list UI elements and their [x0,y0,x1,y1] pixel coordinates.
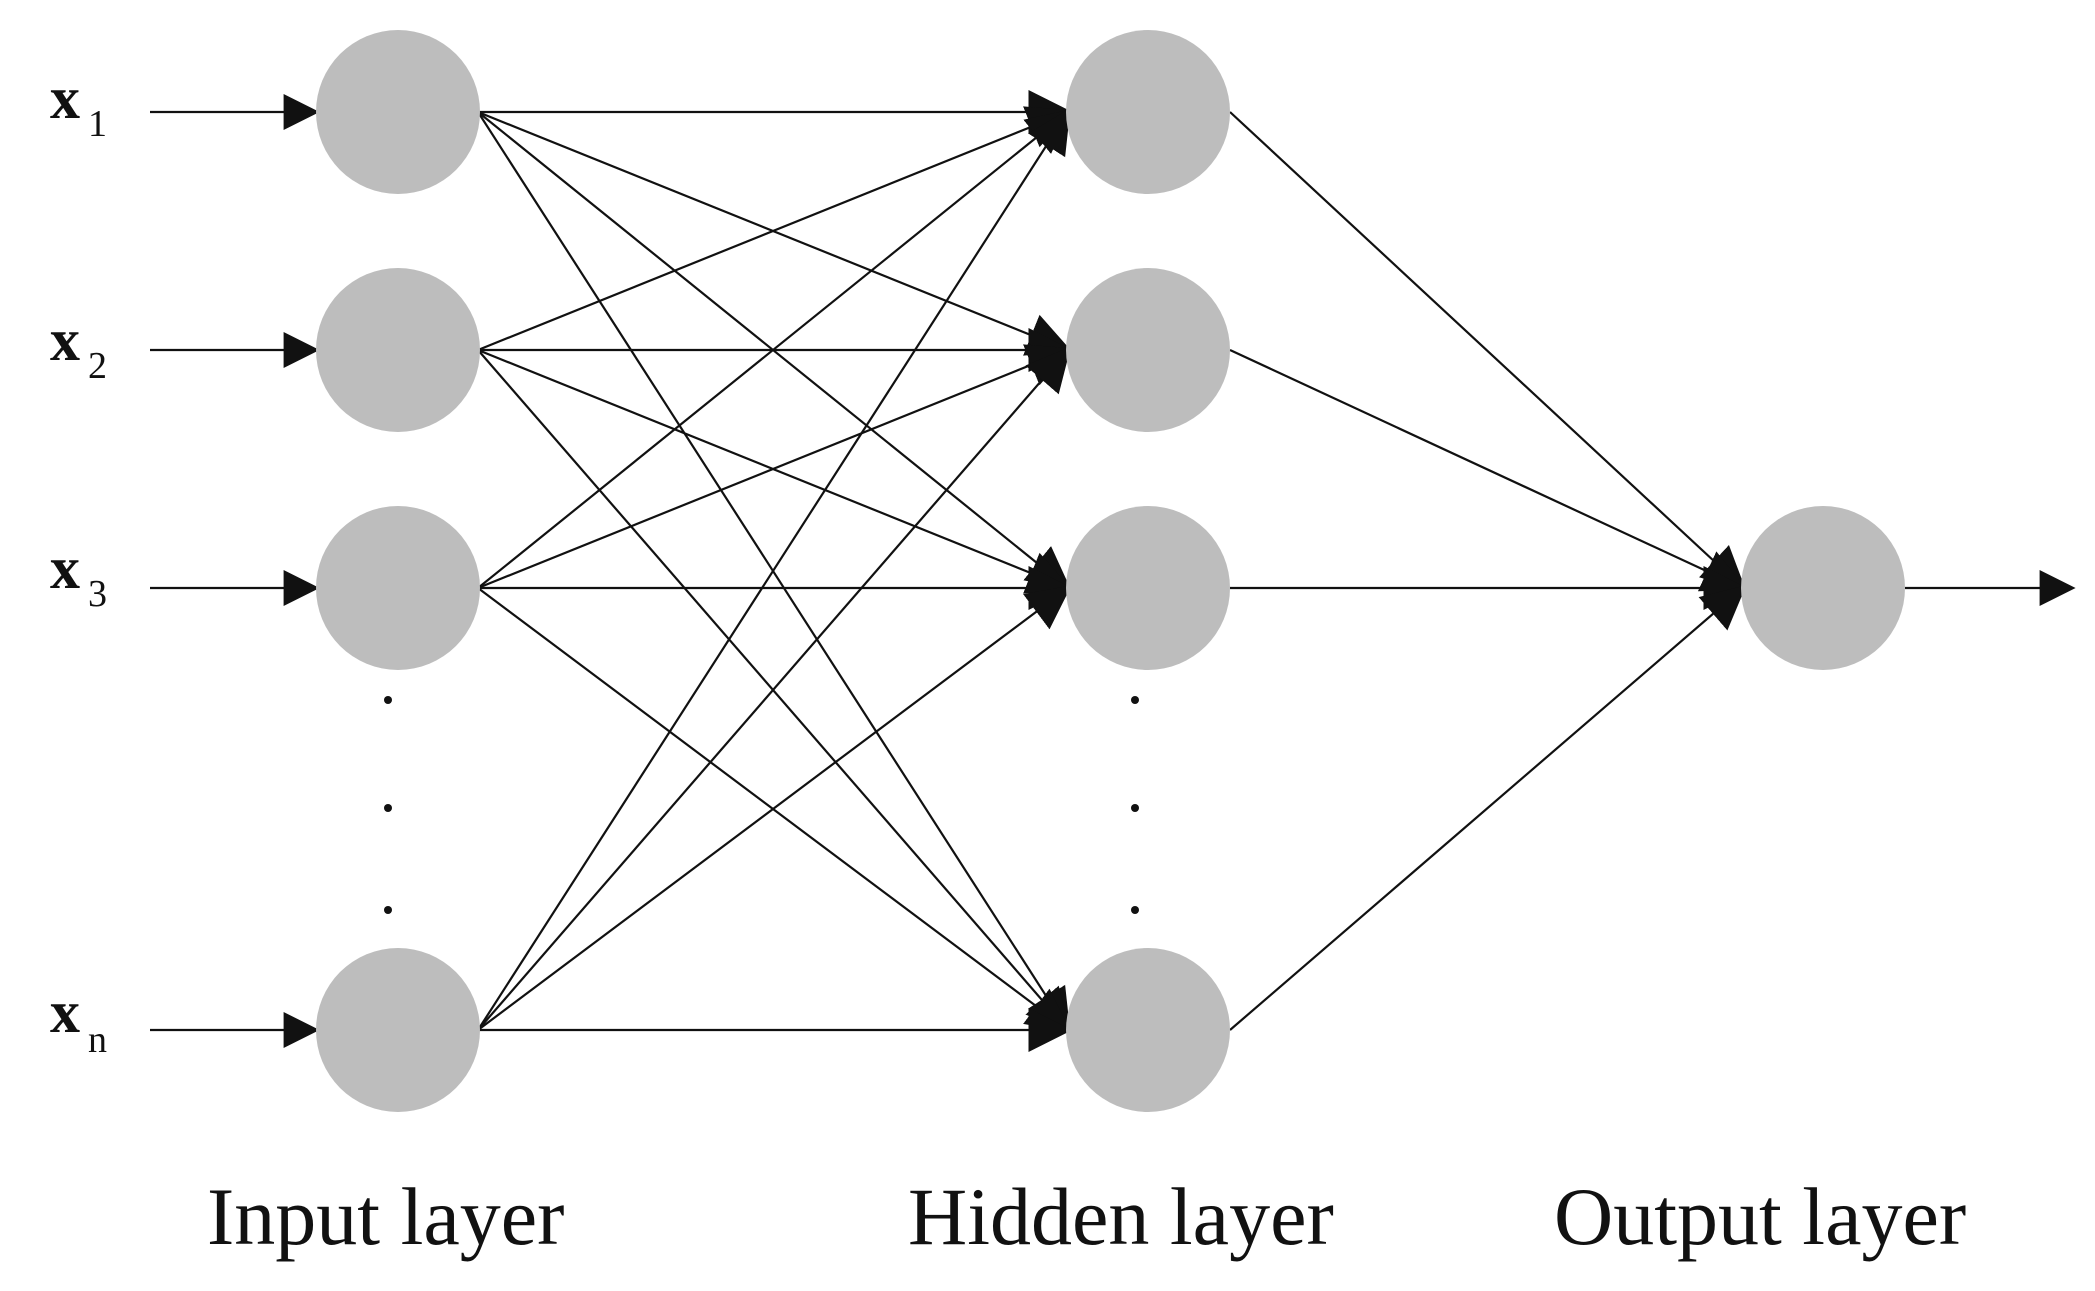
edge-input3-hidden2 [477,344,1073,590]
svg-text:x: x [50,307,80,373]
input-node-1 [316,30,480,194]
hidden-node-1 [1066,30,1230,194]
svg-text:2: 2 [88,345,107,387]
edge-hidden2-output [1229,349,1747,592]
input-label-xn: x n [50,979,107,1061]
nodes [316,30,1905,1112]
svg-text:3: 3 [88,573,107,615]
input-label-x3: x 3 [50,535,107,615]
edge-input4-hidden1 [477,108,1071,1031]
input-layer-label: Input layer [207,1171,564,1262]
edge-hidden4-output [1229,585,1747,1031]
hidden-node-n [1066,948,1230,1112]
input-ellipsis [384,696,392,914]
edge-input2-hidden1 [477,106,1073,352]
input-label-x2: x 2 [50,307,107,387]
edge-hidden1-output [1229,111,1747,591]
hidden-node-2 [1066,268,1230,432]
svg-text:x: x [50,65,80,131]
svg-text:1: 1 [88,103,107,145]
edge-input4-hidden3 [477,585,1072,1031]
svg-text:x: x [50,979,80,1045]
hidden-layer-label: Hidden layer [908,1171,1334,1262]
hidden-ellipsis [1131,696,1139,914]
input-node-2 [316,268,480,432]
input-arrows [150,94,320,1048]
svg-text:n: n [88,1019,107,1061]
edge-input3-hidden1 [477,109,1072,589]
svg-text:x: x [50,535,80,601]
input-node-3 [316,506,480,670]
hidden-node-3 [1066,506,1230,670]
connections [477,90,2076,1052]
output-layer-label: Output layer [1554,1171,1966,1262]
edge-input4-hidden2 [477,346,1071,1031]
output-node [1741,506,1905,670]
input-label-x1: x 1 [50,65,107,145]
input-node-n [316,948,480,1112]
